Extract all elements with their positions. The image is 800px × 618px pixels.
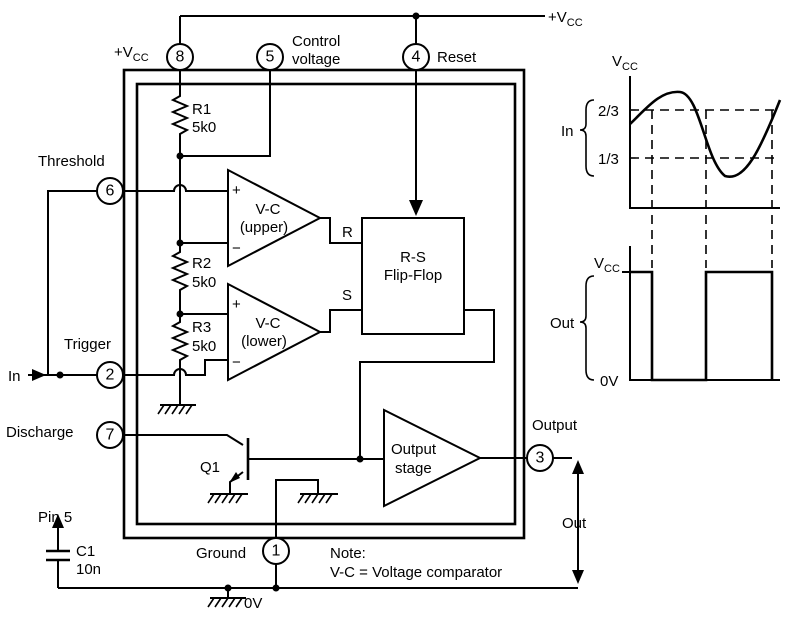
comparator-lower-label-1: V-C: [255, 315, 280, 332]
comparator-upper-label-1: V-C: [255, 201, 280, 218]
comparator-lower-label-2: (lower): [241, 333, 287, 350]
output-stage-label-2: stage: [395, 460, 432, 477]
wave-two-thirds-label: 2/3: [598, 103, 619, 120]
r3-name: R3: [192, 319, 211, 336]
wave-input-axis: [629, 76, 780, 209]
vcc-left-label: +VCC: [114, 44, 149, 64]
trigger-wire: [123, 359, 228, 376]
pin-8-number: 8: [176, 49, 185, 66]
zero-v-label: 0V: [244, 595, 262, 612]
rail-junction-dot-2: [272, 584, 280, 592]
wave-vcc-out-label: VCC: [594, 255, 620, 275]
comparator-upper-out-wire: [320, 217, 362, 244]
pin-3-number: 3: [536, 450, 545, 467]
wave-zero-v-label: 0V: [600, 373, 618, 390]
comparator-lower-out-wire: [320, 309, 362, 333]
ground-internal-wire: [275, 479, 319, 538]
out-arrow-up-icon: [572, 460, 584, 474]
pin-1-number: 1: [272, 543, 281, 560]
note-line-1: Note:: [330, 545, 366, 562]
internal-ground-icon: [297, 493, 338, 504]
wave-out-label: Out: [550, 315, 575, 332]
comparator-upper-minus: −: [232, 240, 241, 257]
pin-6-number: 6: [106, 183, 115, 200]
ic-inner-border: [135, 82, 517, 526]
q1-label: Q1: [200, 459, 220, 476]
resistor-r2: [170, 243, 190, 314]
pin-4-number: 4: [412, 49, 421, 66]
out-arrow-down-icon: [572, 570, 584, 584]
wave-vcc-top-label: VCC: [612, 53, 638, 73]
flip-flop-label-2: Flip-Flop: [384, 267, 442, 284]
threshold-label: Threshold: [38, 153, 105, 170]
flip-flop-label-1: R-S: [400, 249, 426, 266]
discharge-label: Discharge: [6, 424, 74, 441]
q1-ground-icon: [207, 493, 248, 504]
wave-one-third-label: 1/3: [598, 151, 619, 168]
wave-out-brace: [579, 275, 595, 381]
output-junction-dot: [356, 455, 364, 463]
control-voltage-wire: [180, 70, 271, 157]
resistor-r1: [170, 90, 190, 156]
c1-name: C1: [76, 543, 95, 560]
in-arrow-icon: [32, 369, 46, 381]
comparator-lower-plus: +: [232, 296, 241, 313]
comparator-upper: [227, 168, 323, 268]
control-voltage-label-2: voltage: [292, 51, 340, 68]
pin-2-number: 2: [106, 367, 115, 384]
comparator-lower-minus: −: [232, 354, 241, 371]
resistor-r3: [170, 314, 190, 405]
r1-name: R1: [192, 101, 211, 118]
control-voltage-label-1: Control: [292, 33, 340, 50]
comparator-upper-label-2: (upper): [240, 219, 288, 236]
flip-flop-block: [361, 217, 465, 335]
c1-value: 10n: [76, 561, 101, 578]
pin-7-number: 7: [106, 427, 115, 444]
transistor-q1-emitter-arrow-icon: [229, 472, 240, 483]
reset-arrow-icon: [409, 200, 423, 216]
rail-ground-icon: [207, 597, 246, 608]
capacitor-c1: [46, 549, 70, 562]
wave-output-axis: [629, 246, 780, 381]
threshold-external-wire: [47, 190, 97, 375]
flip-flop-r-input: R: [342, 224, 353, 241]
pin5-label: Pin 5: [38, 509, 72, 526]
trigger-label: Trigger: [64, 336, 111, 353]
flip-flop-s-input: S: [342, 287, 352, 304]
ic-outer-border: [122, 68, 526, 540]
comparator-upper-plus: +: [232, 182, 241, 199]
note-line-2: V-C = Voltage comparator: [330, 564, 502, 581]
r3-value: 5k0: [192, 338, 216, 355]
divider-ground-icon: [157, 404, 196, 415]
ground-label: Ground: [196, 545, 246, 562]
in-label: In: [8, 368, 21, 385]
r2-value: 5k0: [192, 274, 216, 291]
wave-input-curve: [629, 90, 782, 178]
vcc-junction-dot: [412, 12, 420, 20]
out-label: Out: [562, 515, 587, 532]
wave-in-label: In: [561, 123, 574, 140]
output-label: Output: [532, 417, 578, 434]
in-junction-dot: [56, 371, 64, 379]
reset-label: Reset: [437, 49, 477, 66]
flip-flop-out-wire: [359, 309, 495, 459]
pin5-arrow-icon: [52, 514, 64, 528]
wave-output-square: [630, 270, 774, 382]
output-stage: [383, 408, 483, 508]
wave-in-brace: [579, 99, 595, 177]
comparator-lower: [227, 282, 323, 382]
r1-value: 5k0: [192, 119, 216, 136]
r2-name: R2: [192, 255, 211, 272]
discharge-wire: [123, 434, 244, 446]
vcc-right-label: +VCC: [548, 9, 583, 29]
threshold-wire: [123, 184, 228, 192]
pin-5-number: 5: [266, 49, 275, 66]
output-stage-label-1: Output: [391, 441, 437, 458]
